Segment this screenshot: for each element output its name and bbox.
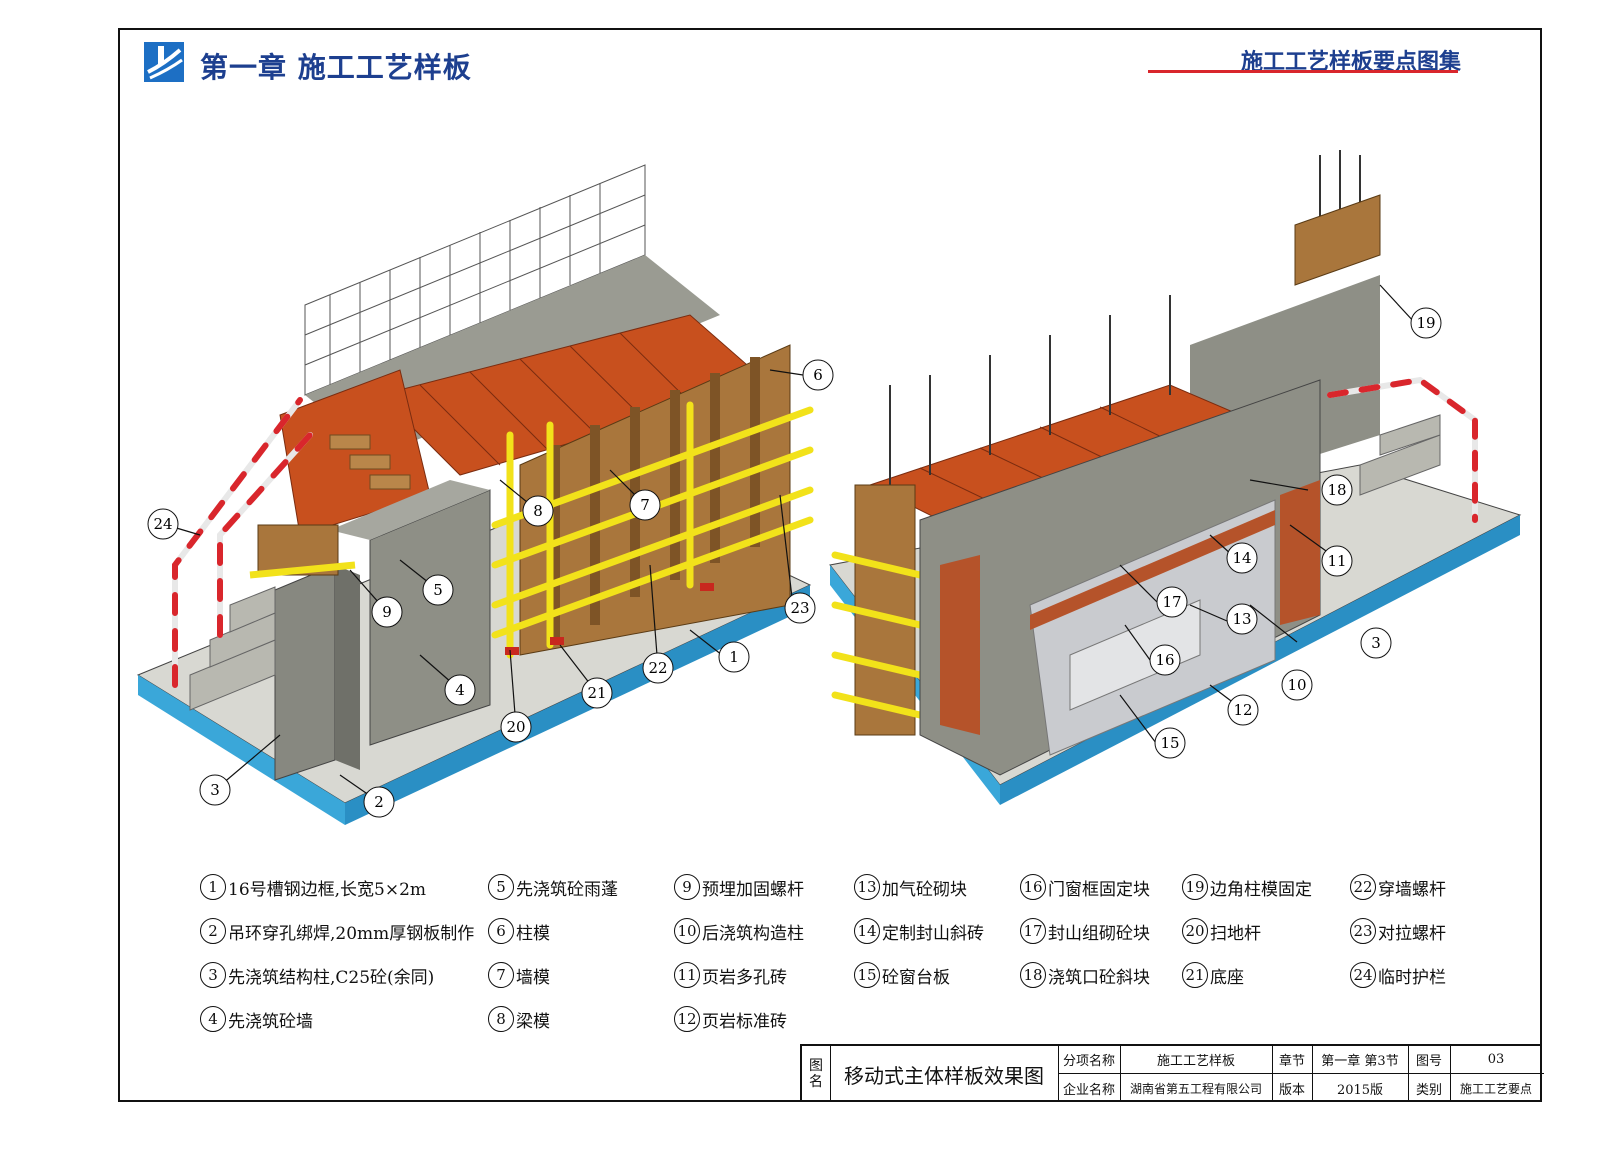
- drawing-name: 移动式主体样板效果图: [844, 1063, 1044, 1088]
- callout-22: 22: [642, 652, 674, 684]
- section-value: 第一章 第3节: [1321, 1054, 1399, 1069]
- svg-text:24: 24: [153, 515, 172, 533]
- header-underline: [1148, 70, 1458, 73]
- callout-21: 21: [581, 677, 613, 709]
- svg-text:22: 22: [648, 659, 667, 677]
- callout-14: 14: [1226, 542, 1258, 574]
- version-label: 版本: [1278, 1082, 1305, 1098]
- section-label: 章节: [1278, 1054, 1305, 1069]
- callout-6: 6: [802, 359, 834, 391]
- svg-text:21: 21: [587, 684, 606, 702]
- callout-4: 4: [444, 674, 476, 706]
- callout-11: 11: [1321, 545, 1353, 577]
- svg-text:11: 11: [1327, 552, 1346, 570]
- callout-1: 1: [718, 641, 750, 673]
- svg-text:3: 3: [210, 781, 220, 799]
- callout-24: 24: [147, 508, 179, 540]
- svg-text:13: 13: [1232, 610, 1251, 628]
- svg-text:17: 17: [1162, 593, 1181, 611]
- callout-16: 16: [1149, 644, 1181, 676]
- callout-10: 10: [1281, 669, 1313, 701]
- chapter-title: 第一章 施工工艺样板: [200, 51, 472, 84]
- company-label: 企业名称: [1062, 1082, 1115, 1098]
- formwork-illustration: 1 2 3 4 5 6 7 8 9 10 11 12 13 14 15 16 1…: [136, 150, 1522, 825]
- svg-text:16: 16: [1155, 651, 1174, 669]
- callout-17: 17: [1156, 586, 1188, 618]
- svg-text:10: 10: [1287, 676, 1306, 694]
- svg-text:20: 20: [506, 718, 525, 736]
- version-value: 2015版: [1336, 1082, 1384, 1098]
- callouts: 1 2 3 4 5 6 7 8 9 10 11 12 13 14 15 16 1…: [147, 307, 1442, 818]
- svg-text:3: 3: [1371, 634, 1381, 652]
- svg-text:15: 15: [1160, 734, 1179, 752]
- right-model: [829, 150, 1522, 805]
- svg-text:6: 6: [813, 366, 823, 384]
- callout-13: 13: [1226, 603, 1258, 635]
- svg-text:19: 19: [1416, 314, 1435, 332]
- callout-3-right: 3: [1360, 627, 1392, 659]
- callout-7: 7: [629, 489, 661, 521]
- svg-text:2: 2: [374, 793, 384, 811]
- svg-text:18: 18: [1327, 481, 1346, 499]
- svg-text:5: 5: [433, 581, 443, 599]
- callout-23: 23: [784, 592, 816, 624]
- sub-item-label: 分项名称: [1062, 1054, 1115, 1069]
- drawing-no-label: 图号: [1415, 1054, 1442, 1069]
- callout-19: 19: [1410, 307, 1442, 339]
- callout-20: 20: [500, 711, 532, 743]
- callout-5: 5: [422, 574, 454, 606]
- callout-2: 2: [363, 786, 395, 818]
- title-block: 图名 移动式主体样板效果图 分项名称 施工工艺样板 章节 第一章 第3节 图号 …: [800, 1044, 1544, 1102]
- svg-text:1: 1: [729, 648, 739, 666]
- svg-text:8: 8: [533, 502, 543, 520]
- svg-text:12: 12: [1233, 701, 1252, 719]
- svg-text:7: 7: [640, 496, 650, 514]
- callout-12: 12: [1227, 694, 1259, 726]
- callout-18: 18: [1321, 474, 1353, 506]
- category-value: 施工工艺要点: [1459, 1081, 1532, 1096]
- drawing-name-label: 图名: [809, 1058, 823, 1090]
- sub-item-value: 施工工艺样板: [1156, 1054, 1235, 1069]
- svg-text:14: 14: [1232, 549, 1251, 567]
- drawing-no-value: 03: [1487, 1052, 1505, 1067]
- callout-9: 9: [371, 596, 403, 628]
- svg-text:23: 23: [790, 599, 809, 617]
- svg-text:4: 4: [455, 681, 465, 699]
- callout-15: 15: [1154, 727, 1186, 759]
- company-value: 湖南省第五工程有限公司: [1129, 1081, 1262, 1096]
- company-logo-icon: [144, 42, 184, 82]
- left-model: [136, 164, 814, 825]
- category-label: 类别: [1415, 1082, 1442, 1098]
- svg-text:9: 9: [382, 603, 392, 621]
- callout-8: 8: [522, 495, 554, 527]
- callout-3-left: 3: [199, 774, 231, 806]
